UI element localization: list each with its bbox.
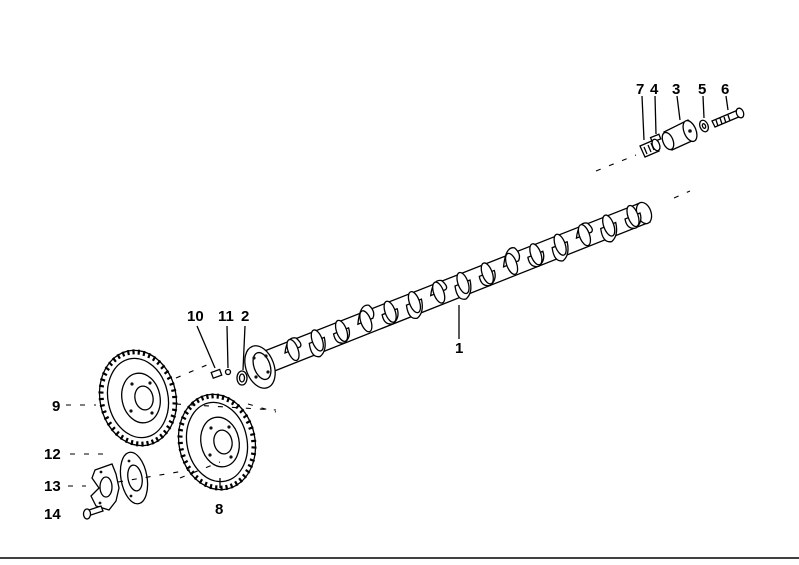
- cam-journal: [286, 338, 300, 362]
- callout-6: 6: [721, 81, 729, 98]
- pin-11: [224, 368, 232, 376]
- cam-journal: [504, 252, 519, 275]
- dowel-10: [210, 368, 223, 380]
- callout-7: 7: [636, 81, 644, 98]
- cam-journal: [334, 319, 349, 342]
- cam-journal: [359, 310, 373, 333]
- callout-8: 8: [215, 501, 223, 518]
- callout-11: 11: [218, 308, 234, 325]
- callout-4: 4: [650, 81, 659, 98]
- callout-13: 13: [44, 478, 61, 495]
- plate-13: [90, 463, 120, 511]
- callout-10: 10: [187, 308, 204, 325]
- callout-9: 9: [52, 398, 60, 415]
- callout-2: 2: [241, 308, 249, 325]
- washer-5: [699, 119, 709, 133]
- cam-journal: [577, 224, 592, 247]
- plate-12: [119, 451, 149, 505]
- cam-journal: [310, 329, 324, 352]
- drive-housing-3: [661, 119, 698, 151]
- callout-labels: 1 2 3 4 5 6 7 8 9 10 11 12 13 14: [44, 81, 729, 523]
- gear-teeth: [98, 349, 178, 447]
- callout-5: 5: [698, 81, 706, 98]
- cam-journal: [602, 214, 616, 237]
- assembly-lines: [117, 361, 277, 483]
- gear-teeth: [177, 393, 257, 491]
- callout-1: 1: [455, 340, 463, 357]
- callout-3: 3: [672, 81, 680, 98]
- sprocket-8: [177, 393, 257, 491]
- leader-lines: [66, 95, 729, 488]
- cam-journal: [553, 233, 567, 256]
- ring-2: [236, 370, 248, 386]
- sprocket-9: [98, 349, 178, 447]
- callout-12: 12: [44, 446, 61, 463]
- bolt-14: [82, 505, 104, 520]
- cam-journal: [626, 204, 640, 228]
- cam-journal: [407, 291, 422, 314]
- cam-journal: [529, 243, 543, 266]
- bushing-7: [639, 138, 661, 158]
- cam-journal: [383, 300, 397, 323]
- cam-journal: [432, 281, 446, 304]
- callout-14: 14: [44, 506, 61, 523]
- distributor-drive-assembly: [595, 107, 745, 199]
- cam-journal: [480, 262, 494, 285]
- camshaft: [244, 201, 653, 389]
- cam-journal: [456, 271, 470, 295]
- bolt-6: [711, 107, 745, 128]
